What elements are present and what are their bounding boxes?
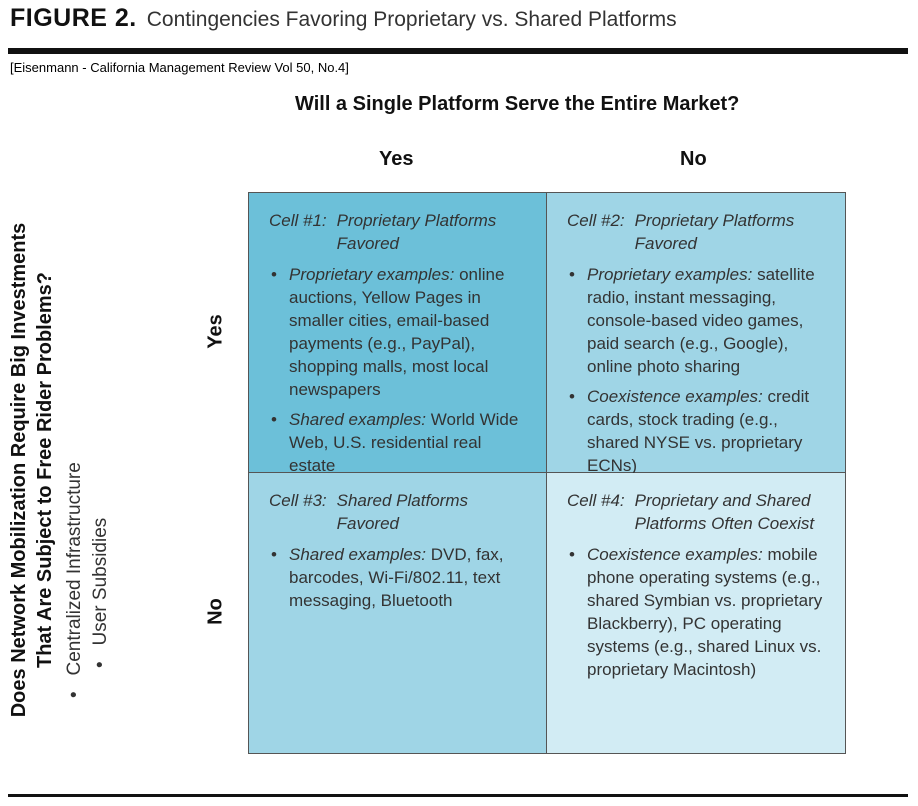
side-bullet: • User Subsidies <box>90 517 111 668</box>
list-item: Coexistence examples: credit cards, stoc… <box>567 385 827 477</box>
example-text: mobile phone operating systems (e.g., sh… <box>587 545 823 679</box>
example-text: credit cards, stock trading (e.g., share… <box>587 387 810 475</box>
example-label: Shared examples: <box>289 545 427 564</box>
top-question: Will a Single Platform Serve the Entire … <box>295 93 740 115</box>
cell-list: Proprietary examples: satellite radio, i… <box>567 263 827 477</box>
list-item: Shared examples: World Wide Web, U.S. re… <box>269 408 528 477</box>
cell-number: Cell #2: <box>567 211 625 230</box>
list-item: Proprietary examples: satellite radio, i… <box>567 263 827 378</box>
top-rule <box>8 48 908 54</box>
figure-label: FIGURE 2. <box>10 4 137 32</box>
example-label: Proprietary examples: <box>587 265 753 284</box>
example-label: Shared examples: <box>289 410 427 429</box>
list-item: Proprietary examples: online auctions, Y… <box>269 263 528 401</box>
cell-title: Proprietary Platforms Favored <box>634 211 795 253</box>
cell-heading: Cell #3: Shared Platforms Favored <box>269 489 528 535</box>
cell-2: Cell #2: Proprietary Platforms Favored P… <box>547 193 845 475</box>
cell-title: Shared Platforms Favored <box>336 491 468 533</box>
list-item: Shared examples: DVD, fax, barcodes, Wi-… <box>269 543 528 612</box>
figure-title: FIGURE 2. Contingencies Favoring Propriet… <box>10 4 677 33</box>
cell-list: Shared examples: DVD, fax, barcodes, Wi-… <box>269 543 528 612</box>
example-label: Coexistence examples: <box>587 387 763 406</box>
example-text: online auctions, Yellow Pages in smaller… <box>289 265 505 399</box>
cell-list: Proprietary examples: online auctions, Y… <box>269 263 528 477</box>
cell-3: Cell #3: Shared Platforms Favored Shared… <box>249 473 547 753</box>
cell-number: Cell #1: <box>269 211 327 230</box>
cell-heading: Cell #1: Proprietary Platforms Favored <box>269 209 528 255</box>
cell-number: Cell #3: <box>269 491 327 510</box>
row-header-no: No <box>204 598 227 625</box>
side-bullet-text: User Subsidies <box>90 517 111 646</box>
cell-1: Cell #1: Proprietary Platforms Favored P… <box>249 193 547 475</box>
cell-list: Coexistence examples: mobile phone opera… <box>567 543 827 681</box>
cell-heading: Cell #4: Proprietary and Shared Platform… <box>567 489 827 535</box>
example-text: satellite radio, instant messaging, cons… <box>587 265 815 376</box>
bottom-rule <box>8 794 908 797</box>
side-question-line2: That Are Subject to Free Rider Problems? <box>34 272 56 669</box>
example-text: DVD, fax, barcodes, Wi-Fi/802.11, text m… <box>289 545 504 610</box>
matrix-grid: Cell #1: Proprietary Platforms Favored P… <box>248 192 846 754</box>
cell-title: Proprietary and Shared Platforms Often C… <box>634 491 815 533</box>
cell-heading: Cell #2: Proprietary Platforms Favored <box>567 209 827 255</box>
list-item: Coexistence examples: mobile phone opera… <box>567 543 827 681</box>
side-bullet-text: Centralized Infrastructure <box>64 462 85 676</box>
citation: [Eisenmann - California Management Revie… <box>10 60 349 75</box>
side-question-line1: Does Network Mobilization Require Big In… <box>8 222 30 718</box>
side-question-bullets: • Centralized Infrastructure • User Subs… <box>62 170 114 770</box>
example-text: World Wide Web, U.S. residential real es… <box>289 410 519 475</box>
row-header-yes: Yes <box>204 314 227 349</box>
cell-title: Proprietary Platforms Favored <box>336 211 497 253</box>
example-label: Coexistence examples: <box>587 545 763 564</box>
figure-title-text: Contingencies Favoring Proprietary vs. S… <box>146 8 677 31</box>
column-header-yes: Yes <box>379 148 414 170</box>
side-bullet: • Centralized Infrastructure <box>64 462 85 698</box>
column-header-no: No <box>680 148 707 170</box>
cell-4: Cell #4: Proprietary and Shared Platform… <box>547 473 845 753</box>
cell-number: Cell #4: <box>567 491 625 510</box>
example-label: Proprietary examples: <box>289 265 455 284</box>
